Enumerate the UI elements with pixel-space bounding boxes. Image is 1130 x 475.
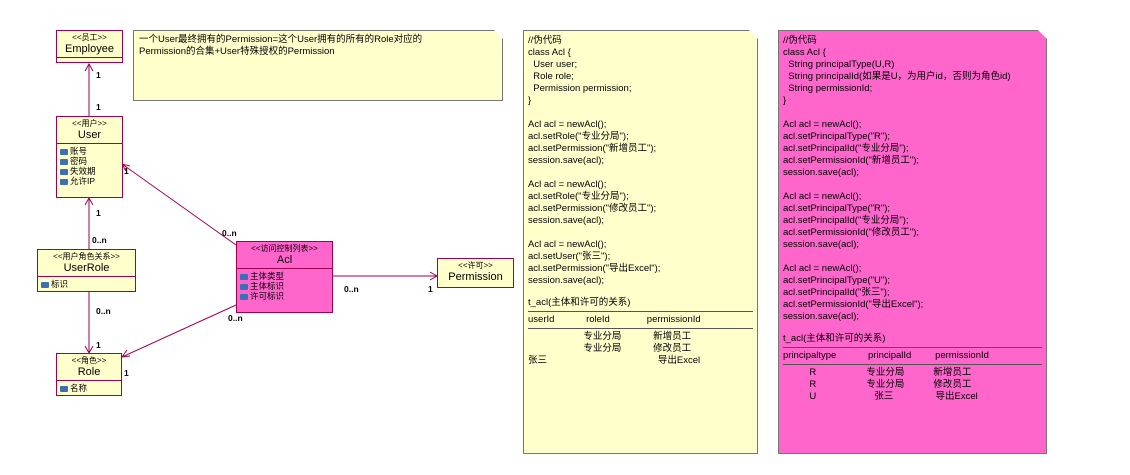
attribute-icon bbox=[60, 178, 68, 185]
attribute-icon bbox=[41, 281, 49, 288]
class-permission[interactable]: <<许可>> Permission bbox=[437, 258, 514, 288]
pink-table-title: t_acl(主体和许可的关系) bbox=[783, 333, 886, 344]
mult-role-acl: 1 bbox=[124, 368, 129, 378]
acl-attr-0: 主体类型 bbox=[240, 271, 329, 281]
user-attr-1: 密码 bbox=[60, 156, 119, 166]
yellow-table-title: t_acl(主体和许可的关系) bbox=[528, 297, 631, 308]
yellow-code: //伪代码 class Acl { User user; Role role; … bbox=[528, 35, 661, 286]
divider bbox=[528, 328, 753, 329]
acl-attr-1: 主体标识 bbox=[240, 281, 329, 291]
mult-perm-acl: 1 bbox=[428, 284, 433, 294]
acl-name: Acl bbox=[237, 254, 332, 269]
note-fold-corner bbox=[494, 30, 503, 39]
attribute-icon bbox=[60, 168, 68, 175]
attribute-icon bbox=[60, 148, 68, 155]
class-acl[interactable]: <<访问控制列表>> Acl 主体类型 主体标识 许可标识 bbox=[236, 241, 333, 313]
attribute-icon bbox=[240, 273, 248, 280]
note-permission-summary: 一个User最终拥有的Permission=这个User拥有的所有的Role对应… bbox=[133, 30, 503, 101]
userrole-stereotype: <<用户角色关系>> bbox=[53, 252, 120, 261]
mult-user-ur: 1 bbox=[96, 208, 101, 218]
class-user[interactable]: <<用户>> User 账号 密码 失效期 允许IP bbox=[56, 116, 123, 198]
mult-user-acl: 1 bbox=[124, 166, 129, 176]
mult-emp-top: 1 bbox=[96, 70, 101, 80]
user-attr-2: 失效期 bbox=[60, 166, 119, 176]
yellow-table-rows: 专业分局 新增员工 专业分局 修改员工 张三 导出Excel bbox=[528, 331, 701, 366]
role-name: Role bbox=[57, 366, 121, 381]
class-userrole[interactable]: <<用户角色关系>> UserRole 标识 bbox=[37, 249, 136, 292]
user-attrs: 账号 密码 失效期 允许IP bbox=[57, 144, 122, 188]
pink-code: //伪代码 class Acl { String principalType(U… bbox=[783, 35, 1011, 322]
employee-stereotype: <<员工>> bbox=[72, 33, 107, 42]
yellow-table-header: userId roleId permissionId bbox=[528, 314, 701, 325]
note-pseudocode-yellow: //伪代码 class Acl { User user; Role role; … bbox=[523, 30, 758, 454]
note-fold-corner bbox=[1038, 30, 1047, 39]
mult-acl-perm: 0..n bbox=[344, 284, 359, 294]
user-stereotype: <<用户>> bbox=[72, 119, 107, 128]
mult-ur-role: 0..n bbox=[96, 306, 111, 316]
mult-acl-role: 0..n bbox=[228, 313, 243, 323]
mult-role-ur: 1 bbox=[96, 340, 101, 350]
attribute-icon bbox=[240, 283, 248, 290]
divider bbox=[528, 311, 753, 312]
divider bbox=[783, 364, 1042, 365]
note-fold-corner bbox=[749, 30, 758, 39]
edge-acl-role bbox=[121, 304, 237, 358]
note-summary-line2: Permission的合集+User特殊授权的Permission bbox=[139, 46, 335, 57]
userrole-name: UserRole bbox=[38, 262, 135, 277]
employee-name: Employee bbox=[57, 43, 122, 58]
role-attrs: 名称 bbox=[57, 381, 121, 395]
mult-acl-user: 0..n bbox=[222, 228, 237, 238]
permission-name: Permission bbox=[448, 271, 503, 283]
permission-stereotype: <<许可>> bbox=[458, 261, 493, 270]
note-pseudocode-pink: //伪代码 class Acl { String principalType(U… bbox=[778, 30, 1047, 454]
attribute-icon bbox=[240, 293, 248, 300]
userrole-attrs: 标识 bbox=[38, 277, 135, 291]
acl-attrs: 主体类型 主体标识 许可标识 bbox=[237, 269, 332, 303]
divider bbox=[783, 347, 1042, 348]
user-attr-3: 允许IP bbox=[60, 176, 119, 186]
class-employee[interactable]: <<员工>> Employee bbox=[56, 30, 123, 63]
userrole-attr-0: 标识 bbox=[41, 279, 132, 289]
user-attr-0: 账号 bbox=[60, 146, 119, 156]
pink-table-rows: R 专业分局 新增员工 R 专业分局 修改员工 U 张三 导出Excel bbox=[809, 367, 978, 402]
class-role[interactable]: <<角色>> Role 名称 bbox=[56, 353, 122, 396]
role-attr-0: 名称 bbox=[60, 383, 118, 393]
mult-emp-bottom: 1 bbox=[96, 102, 101, 112]
mult-ur-user: 0..n bbox=[92, 235, 107, 245]
edge-acl-user bbox=[121, 163, 237, 246]
acl-attr-2: 许可标识 bbox=[240, 291, 329, 301]
attribute-icon bbox=[60, 158, 68, 165]
user-name: User bbox=[57, 129, 122, 144]
acl-stereotype: <<访问控制列表>> bbox=[251, 244, 318, 253]
attribute-icon bbox=[60, 385, 68, 392]
pink-table-header: principaltype principalId permissionId bbox=[783, 350, 989, 361]
note-summary-line1: 一个User最终拥有的Permission=这个User拥有的所有的Role对应… bbox=[139, 34, 423, 45]
role-stereotype: <<角色>> bbox=[71, 356, 107, 365]
